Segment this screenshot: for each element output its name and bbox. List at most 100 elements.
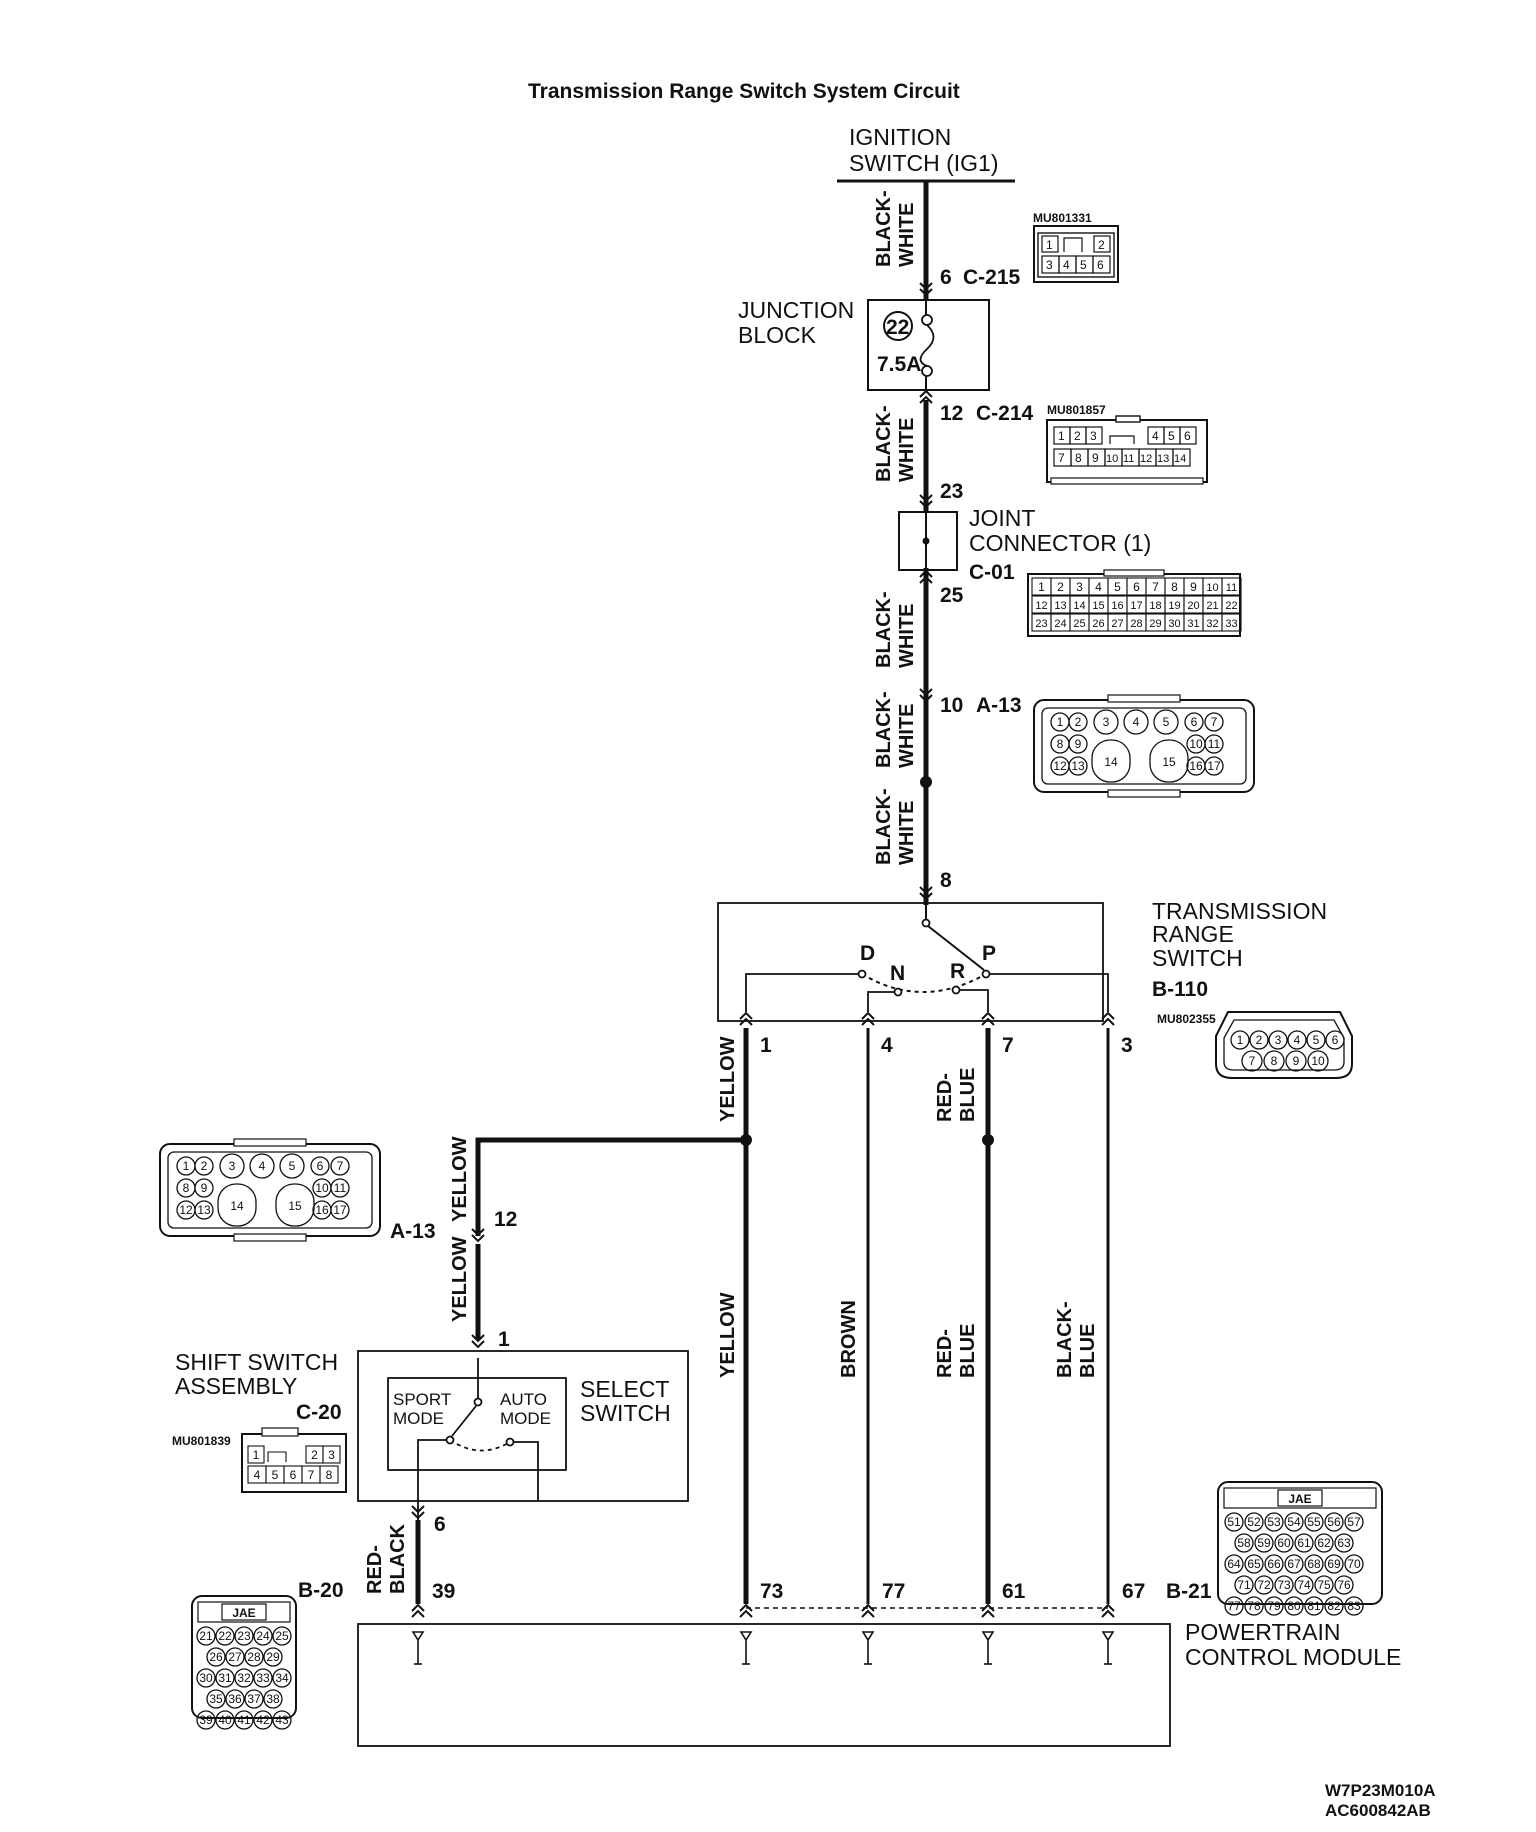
pin-cell: 24	[1054, 618, 1066, 630]
pin-cell: 6	[317, 1159, 324, 1173]
pin-cell-box	[322, 1445, 341, 1464]
shift-switch-label: SHIFT SWITCH	[175, 1349, 338, 1375]
pin-cell: 18	[1149, 600, 1161, 612]
pin-cell-circle	[1324, 1554, 1344, 1574]
connector-key	[267, 1451, 287, 1462]
wire-color-label: RED-	[934, 1073, 956, 1122]
powertrain-control-module-box	[357, 1623, 1171, 1747]
connector-header	[1223, 1487, 1377, 1509]
pin-cell: 32	[237, 1671, 251, 1685]
pin-cell-circle	[1184, 712, 1204, 732]
pin-cell-box	[1221, 577, 1242, 596]
pin-cell-circle	[330, 1200, 350, 1220]
pin-cell: 3	[229, 1159, 236, 1173]
trs-internal-lead	[867, 991, 895, 1012]
part-number: MU801331	[1033, 211, 1092, 225]
pin-cell: 9	[201, 1181, 208, 1195]
wire-color-label: BROWN	[838, 1300, 860, 1378]
pin-cell: 20	[1187, 600, 1199, 612]
pin-cell: 66	[1267, 1557, 1281, 1571]
pin-cell: 83	[1347, 1599, 1361, 1613]
pin-cell: 17	[1207, 759, 1221, 773]
trs-label: TRANSMISSION	[1152, 898, 1327, 924]
select-switch-label: SWITCH	[580, 1400, 671, 1426]
trs-label: RANGE	[1152, 921, 1234, 947]
pin-cell: 1	[183, 1159, 190, 1173]
pin-cell: 15	[1162, 755, 1176, 769]
connector-id: B-21	[1166, 1580, 1212, 1603]
pin-cell-circle	[194, 1156, 214, 1176]
pin-cell: 3	[1275, 1033, 1282, 1047]
pin-cell: 11	[334, 1181, 347, 1195]
pcm-label: CONTROL MODULE	[1185, 1644, 1401, 1670]
pin-cell-circle	[253, 1626, 273, 1646]
pin-number: 77	[882, 1580, 905, 1603]
pin-cell-circle	[1324, 1512, 1344, 1532]
sport-mode-label: MODE	[393, 1409, 444, 1428]
wire-color-label: YELLOW	[449, 1136, 471, 1222]
pin-cell: 42	[256, 1713, 270, 1727]
pin-cell-circle	[225, 1689, 245, 1709]
pin-cell-box	[1221, 613, 1242, 632]
pin-cell: 10	[1311, 1054, 1325, 1068]
trs-internal-lead	[745, 973, 859, 1012]
pin-cell: 62	[1317, 1536, 1331, 1550]
pin-cell-circle	[215, 1710, 235, 1730]
pin-cell: 5	[1163, 715, 1170, 729]
pin-cell: 69	[1327, 1557, 1341, 1571]
pin-cell-circle	[206, 1689, 226, 1709]
pin-cell: 25	[275, 1629, 289, 1643]
connector-face-c215: MU801331 1 2 3 4 5 6	[1033, 211, 1119, 283]
pin-cell: 22	[1225, 600, 1237, 612]
auto-mode-label: AUTO	[500, 1390, 547, 1409]
pin-cell-circle	[194, 1200, 214, 1220]
pin-cell: 16	[1189, 759, 1203, 773]
pin-number: 6	[940, 266, 952, 289]
pin-cell-circle	[1264, 1512, 1284, 1532]
fuse-number-circle	[883, 311, 913, 341]
pin-cell: 35	[209, 1692, 223, 1706]
pin-cell: 58	[1237, 1536, 1251, 1550]
pin-cell: 28	[1130, 618, 1142, 630]
pin-number: 73	[760, 1580, 783, 1603]
trs-internal-lead	[989, 973, 1109, 1012]
pin-cell: 25	[1073, 618, 1085, 630]
wire-color-label: YELLOW	[449, 1236, 471, 1322]
pin-cell: 6	[290, 1468, 297, 1482]
connector-header	[197, 1601, 291, 1623]
pin-cell: 10	[1206, 582, 1218, 594]
pin-cell-circle	[263, 1647, 283, 1667]
wire-color-label: RED-	[364, 1545, 386, 1594]
pin-cell: 9	[1092, 451, 1099, 465]
pin-cell: 7	[1058, 451, 1065, 465]
pin-cell-box	[217, 1183, 257, 1227]
pin-cell-circle	[1230, 1030, 1250, 1050]
pin-cell: 8	[183, 1181, 190, 1195]
pin-cell: 2	[1075, 715, 1082, 729]
part-number: MU801839	[172, 1434, 231, 1448]
pin-cell-circle	[272, 1626, 292, 1646]
pin-cell: 4	[1152, 429, 1159, 443]
pin-cell: 9	[1293, 1054, 1300, 1068]
pin-cell: 1	[1237, 1033, 1244, 1047]
pin-number: 67	[1122, 1580, 1145, 1603]
pin-cell: 5	[289, 1159, 296, 1173]
pin-cell-circle	[1204, 734, 1224, 754]
pin-cell-circle	[330, 1178, 350, 1198]
connector-id: C-214	[976, 402, 1034, 425]
pin-cell: 7	[1152, 580, 1159, 594]
pin-cell: 3	[1090, 429, 1097, 443]
splice-dot	[982, 1134, 994, 1146]
pin-cell: 68	[1307, 1557, 1321, 1571]
pin-cell-circle	[1285, 1050, 1307, 1072]
pin-cell-circle	[1204, 712, 1224, 732]
wire-color-label: BLACK-	[873, 788, 895, 865]
pin-cell: 40	[218, 1713, 232, 1727]
pin-number: 12	[494, 1208, 517, 1231]
wire-color-label: BLACK-	[873, 591, 895, 668]
pin-cell: 3	[1076, 580, 1083, 594]
connector-id: C-01	[969, 561, 1015, 584]
